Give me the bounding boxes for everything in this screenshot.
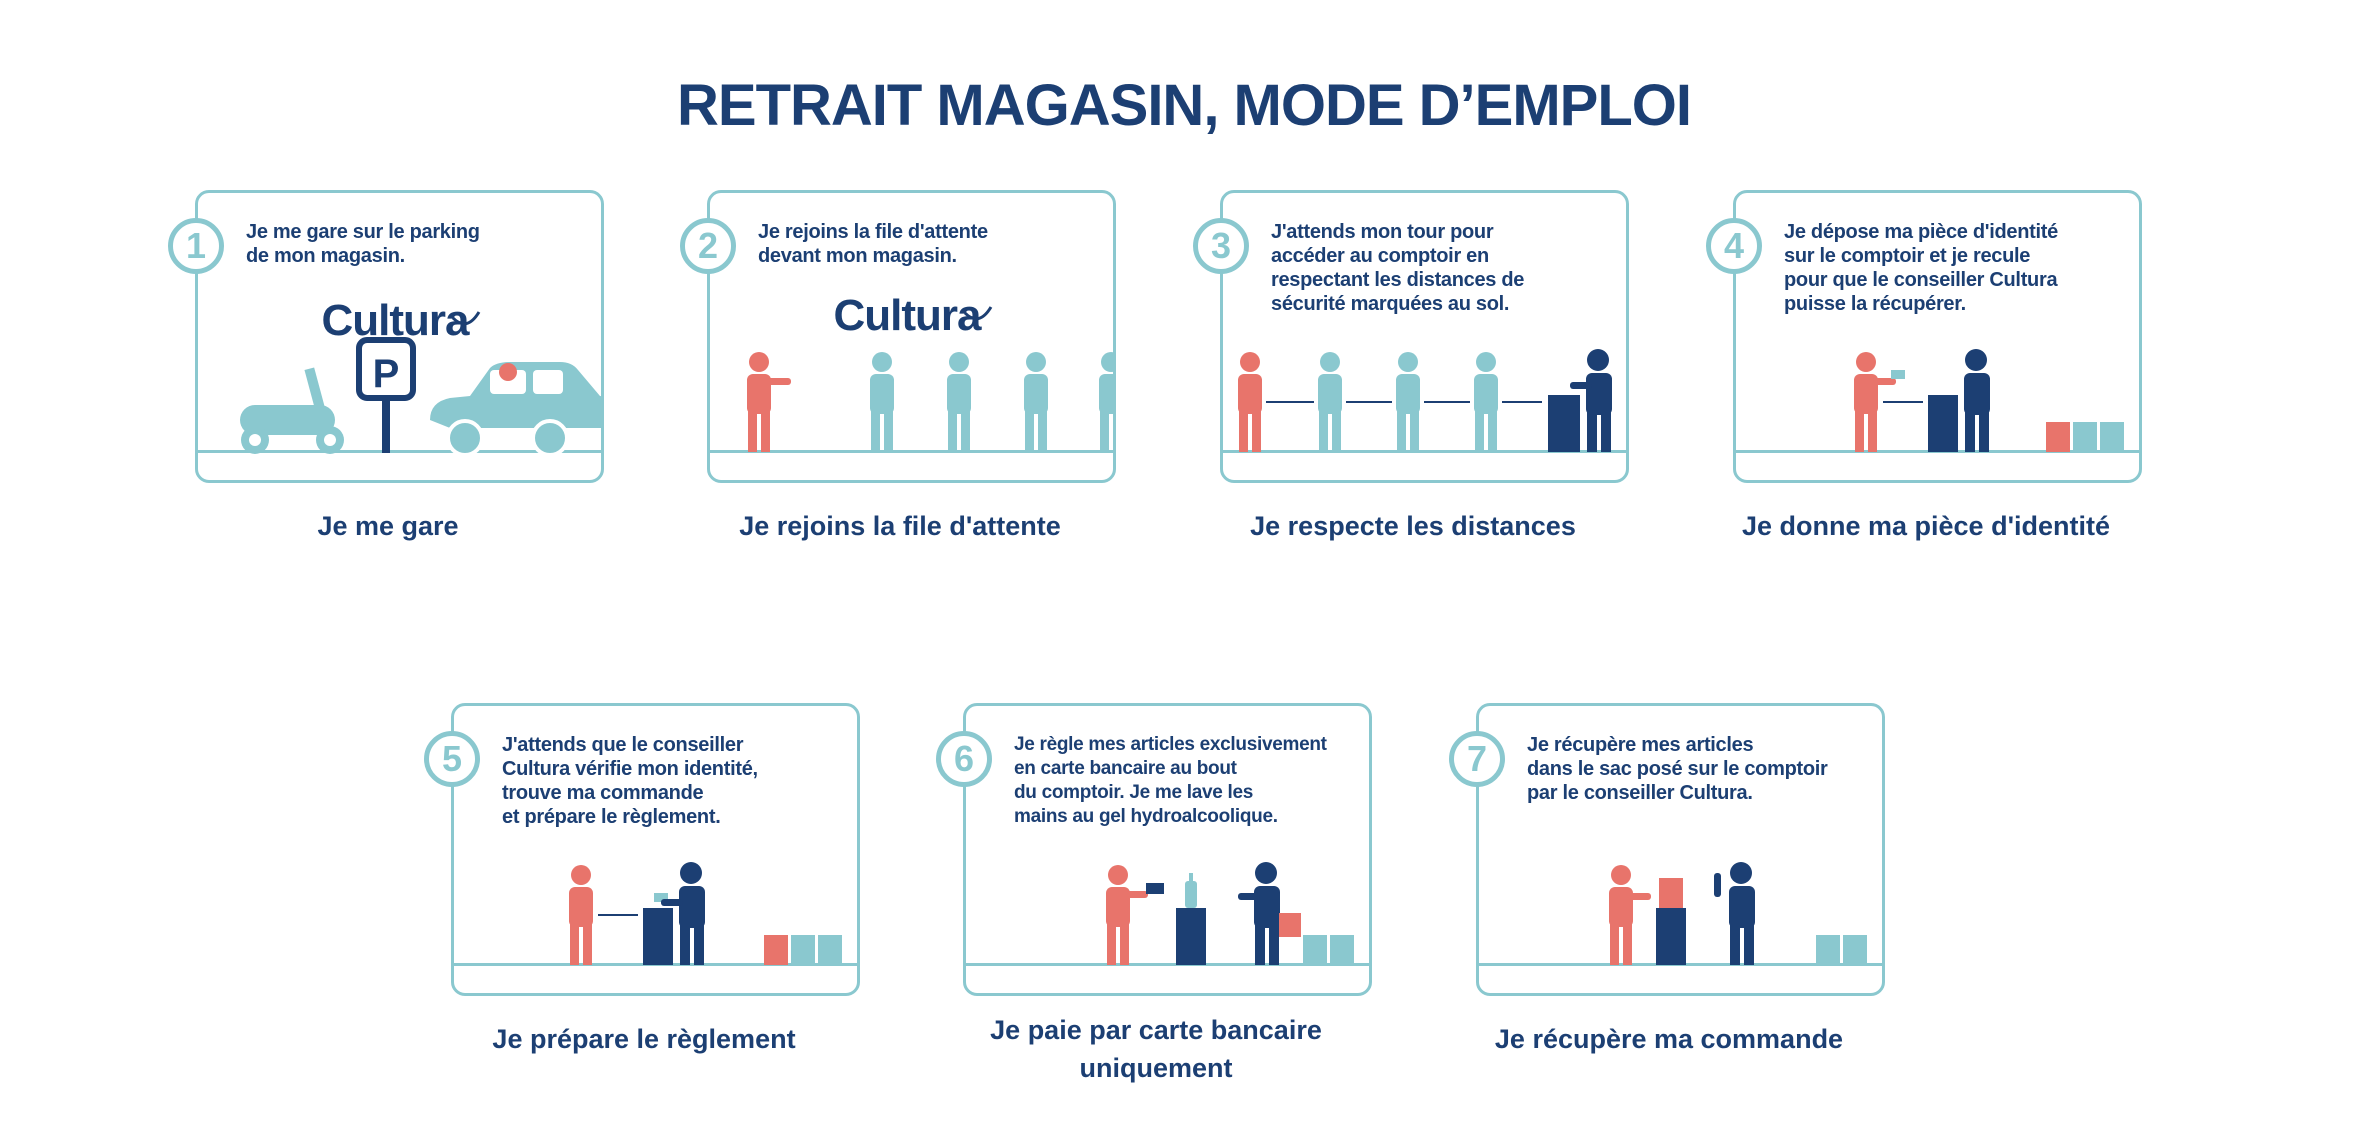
ground-line	[198, 450, 601, 453]
id-card-icon	[654, 893, 668, 902]
step-number-badge: 4	[1706, 218, 1762, 274]
shopping-bags-icon	[1303, 935, 1354, 965]
counter-icon	[1176, 908, 1206, 965]
step-caption: Je respecte les distances	[1250, 511, 1576, 541]
counter-icon	[1928, 395, 1958, 452]
step-caption: Je prépare le règlement	[492, 1024, 796, 1054]
step-caption: Je récupère ma commande	[1494, 1024, 1844, 1054]
step-caption: Je rejoins la file d'attente	[739, 511, 1061, 541]
page-title: RETRAIT MAGASIN, MODE D’EMPLOI	[677, 73, 1692, 138]
queue-person-icon	[1396, 352, 1420, 452]
hand-sanitizer-icon	[1185, 873, 1197, 908]
counter-icon	[1548, 395, 1580, 452]
step-card	[707, 190, 1116, 483]
cultura-logo-swoosh	[451, 311, 481, 326]
cultura-logo: Cultura	[322, 296, 471, 345]
customer-person-icon	[1106, 865, 1148, 965]
parking-illustration: Cultura P	[240, 296, 604, 457]
advisor-person-icon	[1238, 862, 1280, 965]
step-description: Je récupère mes articles dans le sac pos…	[1527, 734, 1828, 804]
step-number-badge: 1	[168, 218, 224, 274]
verification-illustration	[569, 862, 842, 965]
payment-illustration	[1106, 862, 1354, 965]
cultura-logo: Cultura	[834, 291, 983, 340]
queue-person-icon	[947, 352, 971, 452]
advisor-person-icon	[1964, 349, 1990, 452]
parking-sign-icon: P	[356, 337, 416, 453]
step-description: J'attends que le conseiller Cultura véri…	[502, 734, 758, 828]
shopping-bags-icon	[2046, 422, 2124, 452]
shopping-bags-icon	[764, 935, 842, 965]
step-description: J'attends mon tour pour accéder au compt…	[1271, 221, 1525, 315]
queue-illustration: Cultura	[747, 291, 1116, 452]
counter-icon	[643, 908, 673, 965]
shopping-bag-icon	[1659, 878, 1683, 908]
shopping-bags-icon	[1816, 935, 1867, 965]
ground-line	[1223, 450, 1626, 453]
queue-person-icon	[1318, 352, 1342, 452]
queue-person-icon	[870, 352, 894, 452]
customer-person-icon	[1609, 865, 1651, 965]
id-card-icon	[1891, 370, 1905, 379]
customer-person-icon	[1238, 352, 1262, 452]
svg-text:P: P	[373, 352, 400, 396]
step-caption: Je me gare	[317, 511, 459, 541]
step-caption: Je donne ma pièce d'identité	[1741, 511, 2110, 541]
step-number-badge: 6	[936, 731, 992, 787]
bank-card-icon	[1146, 883, 1164, 894]
step-description: Je règle mes articles exclusivement en c…	[1014, 734, 1327, 827]
queue-person-icon	[1099, 352, 1116, 452]
id-card-illustration	[1854, 349, 2124, 452]
advisor-person-icon	[1714, 862, 1755, 965]
queue-person-icon	[1474, 352, 1498, 452]
step-number-badge: 5	[424, 731, 480, 787]
step-caption: Je paie par carte bancaire uniquement	[990, 1015, 1322, 1083]
step-description: Je dépose ma pièce d'identité sur le com…	[1784, 221, 2058, 315]
step-number-badge: 3	[1193, 218, 1249, 274]
queue-person-icon	[1024, 352, 1048, 452]
customer-person-icon	[569, 865, 593, 965]
step-description: Je me gare sur le parking de mon magasin…	[246, 221, 480, 267]
car-icon	[430, 362, 604, 457]
ground-line	[966, 963, 1369, 966]
customer-person-icon	[1854, 352, 1896, 452]
step-number-badge: 2	[680, 218, 736, 274]
ground-line	[710, 450, 1113, 453]
step-description: Je rejoins la file d'attente devant mon …	[758, 221, 988, 267]
step-number-badge: 7	[1449, 731, 1505, 787]
scooter-icon	[240, 367, 344, 454]
customer-person-icon	[747, 352, 791, 452]
advisor-person-icon	[661, 862, 705, 965]
advisor-person-icon	[1570, 349, 1612, 452]
shopping-bag-icon	[1279, 913, 1301, 937]
counter-icon	[1656, 908, 1686, 965]
pickup-illustration	[1609, 862, 1867, 965]
distance-illustration	[1238, 349, 1612, 452]
